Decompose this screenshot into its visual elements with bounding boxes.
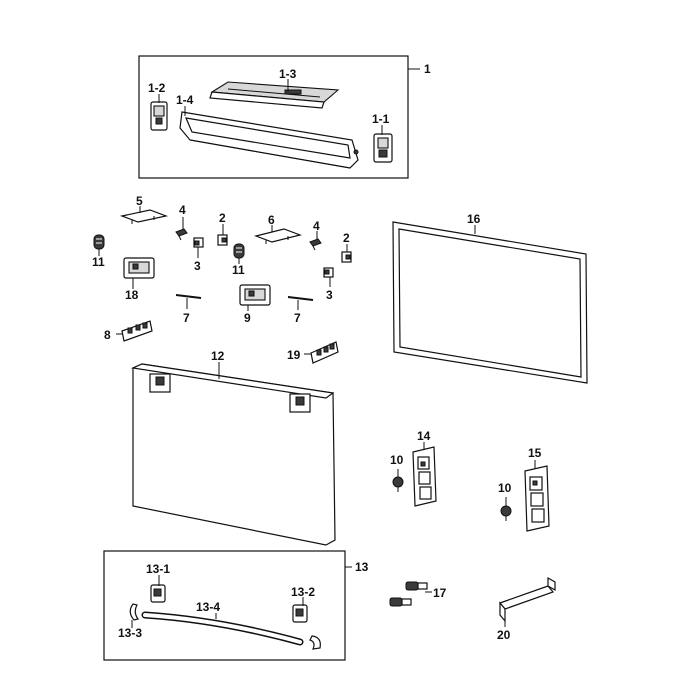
part-13-2-end-cap[interactable] xyxy=(292,604,308,623)
callout-12: 12 xyxy=(211,349,225,363)
callout-1-3: 1-3 xyxy=(279,67,297,81)
callout-1-4: 1-4 xyxy=(176,93,194,107)
part-2-clip-b[interactable] xyxy=(341,251,352,263)
part-1-3-top-bracket[interactable] xyxy=(209,81,340,109)
part-5-cover-plate[interactable] xyxy=(119,209,169,224)
part-19-mount-plate[interactable] xyxy=(310,341,339,364)
part-2-clip-a[interactable] xyxy=(217,234,228,246)
part-20-stand-bracket[interactable] xyxy=(498,576,556,623)
part-4-screw-b[interactable] xyxy=(309,238,322,251)
part-11-spring-b[interactable] xyxy=(233,243,245,259)
callout-13-1: 13-1 xyxy=(146,562,170,576)
part-17-screws[interactable] xyxy=(389,581,428,607)
callout-15: 15 xyxy=(528,446,542,460)
callout-1: 1 xyxy=(424,62,431,76)
callout-10a: 10 xyxy=(390,453,404,467)
callout-5: 5 xyxy=(136,194,143,208)
callout-2b: 2 xyxy=(343,231,350,245)
part-13-1-end-cap[interactable] xyxy=(150,584,166,603)
part-1-2-left-hinge[interactable] xyxy=(150,101,168,131)
callout-4b: 4 xyxy=(313,219,320,233)
part-16-bezel-frame[interactable] xyxy=(392,221,588,384)
callout-13: 13 xyxy=(355,560,369,574)
part-9-hinge-bracket[interactable] xyxy=(239,284,271,306)
part-12-door-panel[interactable] xyxy=(130,363,336,546)
part-8-mount-plate[interactable] xyxy=(121,320,153,342)
callout-11b: 11 xyxy=(232,263,245,277)
callout-2a: 2 xyxy=(219,211,226,225)
part-18-hinge-bracket[interactable] xyxy=(123,257,155,279)
part-7-pin-a[interactable] xyxy=(175,294,202,299)
callout-1-1: 1-1 xyxy=(372,112,390,126)
part-15-bracket-plate[interactable] xyxy=(524,465,550,532)
part-6-cover-plate[interactable] xyxy=(253,228,303,244)
callout-10b: 10 xyxy=(498,481,512,495)
callout-14: 14 xyxy=(417,429,431,443)
part-1-1-right-hinge[interactable] xyxy=(373,133,393,163)
callout-18: 18 xyxy=(125,288,139,302)
part-14-bracket-plate[interactable] xyxy=(412,446,437,507)
part-10-screw-a[interactable] xyxy=(392,476,404,492)
callout-8: 8 xyxy=(104,328,111,342)
part-13-3-cap[interactable] xyxy=(129,603,140,621)
callout-4a: 4 xyxy=(179,203,186,217)
part-1-4-stand-bar[interactable] xyxy=(179,111,359,169)
callout-3a: 3 xyxy=(194,259,201,273)
part-10-screw-b[interactable] xyxy=(500,505,512,521)
callout-6: 6 xyxy=(268,213,275,227)
callout-7b: 7 xyxy=(294,311,301,325)
callout-19: 19 xyxy=(287,348,301,362)
assembly-13-group: 13 13-1 13-2 13-4 13-3 xyxy=(103,550,369,661)
callout-20: 20 xyxy=(497,628,511,642)
callout-11a: 11 xyxy=(92,255,105,269)
assembly-13-box xyxy=(103,550,346,661)
callout-7a: 7 xyxy=(183,311,190,325)
part-3-clip-a[interactable] xyxy=(193,237,204,248)
callout-9: 9 xyxy=(244,311,251,325)
callout-13-4: 13-4 xyxy=(196,600,220,614)
part-7-pin-b[interactable] xyxy=(287,296,314,301)
assembly-1-box xyxy=(138,55,409,179)
callout-1-2: 1-2 xyxy=(148,81,166,95)
part-3-clip-b[interactable] xyxy=(323,267,334,278)
callout-16: 16 xyxy=(467,212,481,226)
callout-3b: 3 xyxy=(326,288,333,302)
callout-13-3: 13-3 xyxy=(118,626,142,640)
part-11-spring-a[interactable] xyxy=(93,234,105,250)
callout-17: 17 xyxy=(433,586,447,600)
part-13-end-cap-right[interactable] xyxy=(309,635,321,650)
assembly-1-group: 1 1-3 1-4 1-2 xyxy=(138,55,431,179)
callout-13-2: 13-2 xyxy=(291,585,315,599)
part-13-4-handle-bar[interactable] xyxy=(141,611,304,646)
part-4-screw-a[interactable] xyxy=(175,228,188,241)
